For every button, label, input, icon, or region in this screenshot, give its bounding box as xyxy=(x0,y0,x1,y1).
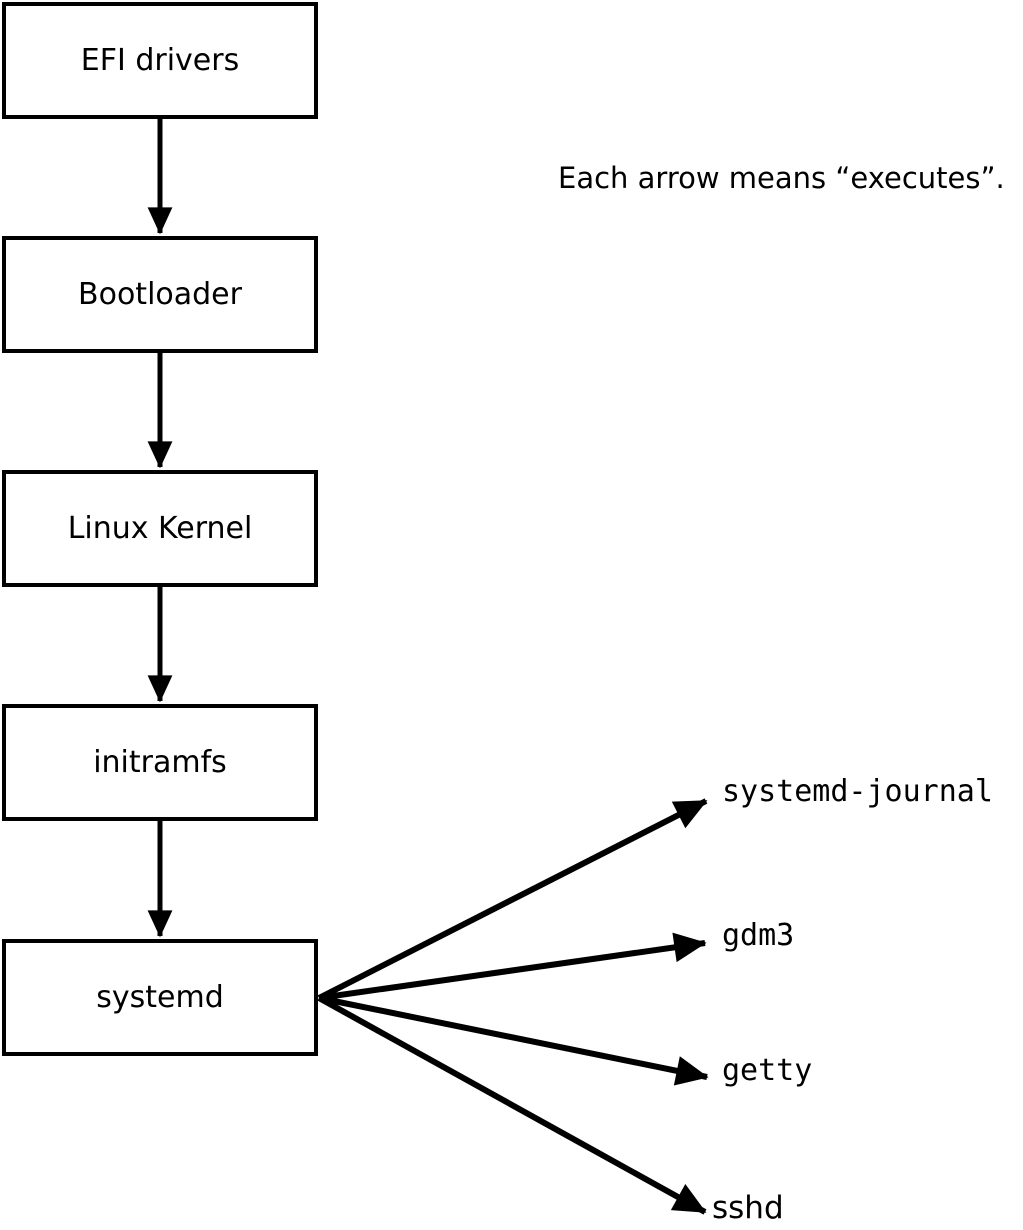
label-getty: getty xyxy=(722,1053,813,1088)
node-linux-kernel: Linux Kernel xyxy=(2,470,318,587)
node-initramfs-label: initramfs xyxy=(93,744,227,780)
arrow-systemd-to-sshd xyxy=(317,995,707,1215)
arrow-systemd-to-journal xyxy=(317,798,708,1001)
legend-note: Each arrow means “executes”. xyxy=(558,161,1005,195)
node-efi-drivers-label: EFI drivers xyxy=(80,42,240,78)
node-systemd: systemd xyxy=(2,939,318,1056)
node-linux-kernel-label: Linux Kernel xyxy=(67,510,253,546)
node-efi-drivers: EFI drivers xyxy=(2,2,318,119)
label-sshd: sshd xyxy=(712,1190,784,1226)
label-gdm3: gdm3 xyxy=(722,918,795,953)
arrow-systemd-to-gdm3 xyxy=(318,932,707,1001)
label-systemd-journal: systemd-journal xyxy=(722,774,993,809)
node-initramfs: initramfs xyxy=(2,704,318,821)
node-systemd-label: systemd xyxy=(96,979,224,1015)
node-bootloader: Bootloader xyxy=(2,236,318,353)
node-bootloader-label: Bootloader xyxy=(78,276,242,312)
arrow-systemd-to-getty xyxy=(318,995,709,1086)
